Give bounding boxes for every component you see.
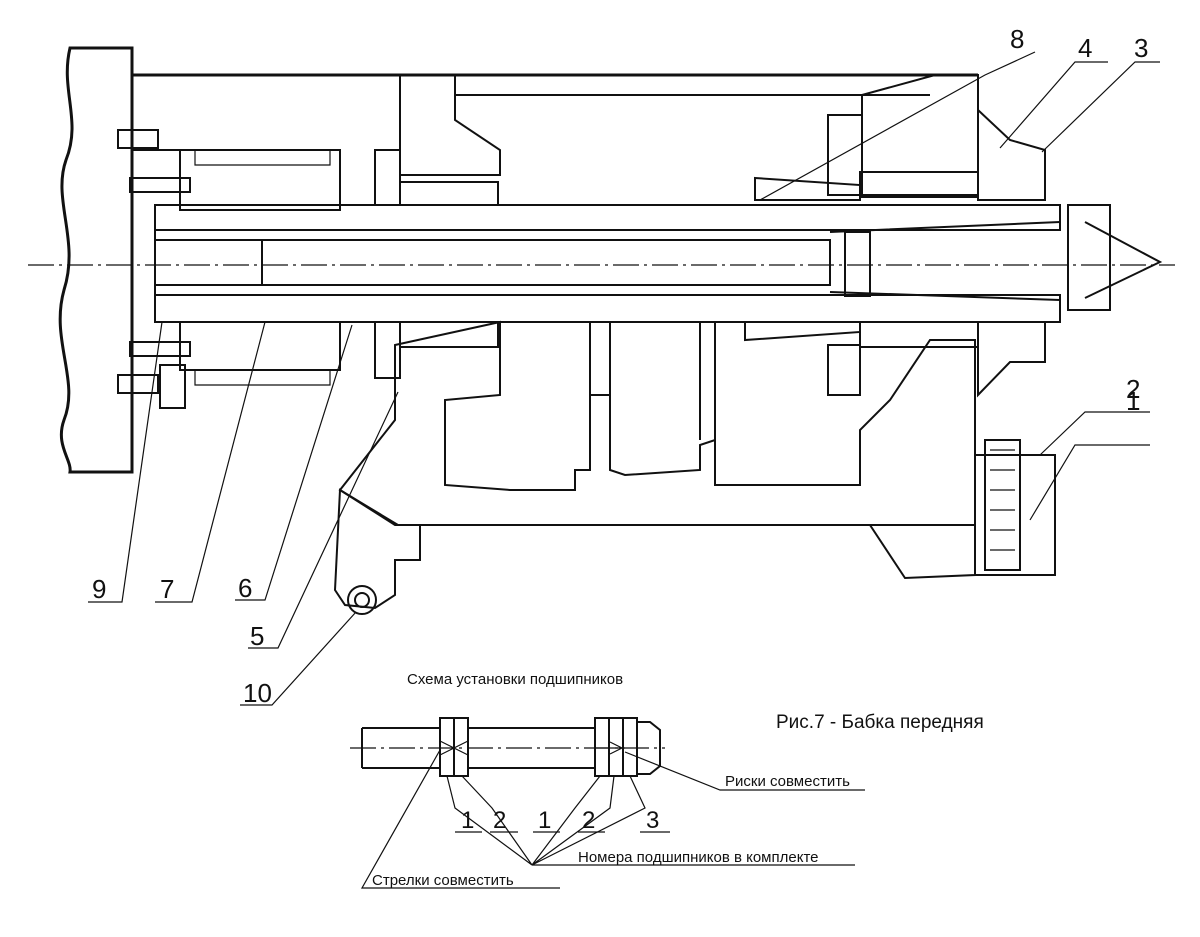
callout-7: 7 xyxy=(160,574,174,604)
housing-top xyxy=(131,73,979,196)
callout-2: 2 xyxy=(1126,374,1140,404)
callout-10: 10 xyxy=(243,678,272,708)
callout-3: 3 xyxy=(1134,33,1148,63)
label-align-marks: Риски совместить xyxy=(725,773,850,790)
left-wall xyxy=(58,46,134,474)
leader-lines xyxy=(88,51,1160,706)
label-set-numbers: Номера подшипников в комплекте xyxy=(578,849,819,866)
rear-bearings xyxy=(374,149,499,379)
label-align-arrows: Стрелки совместить xyxy=(372,872,514,889)
callout-6: 6 xyxy=(238,573,252,603)
scheme-num-2b: 2 xyxy=(582,807,595,834)
front-bearings xyxy=(744,107,1046,398)
scheme-num-1b: 1 xyxy=(538,807,551,834)
callout-5: 5 xyxy=(250,621,264,651)
callout-4: 4 xyxy=(1078,33,1092,63)
callout-9: 9 xyxy=(92,574,106,604)
figure-caption: Рис.7 - Бабка передняя xyxy=(776,712,984,733)
spindle xyxy=(154,204,1163,323)
scheme-num-2a: 2 xyxy=(493,807,506,834)
scheme-num-1a: 1 xyxy=(461,807,474,834)
callout-8: 8 xyxy=(1010,24,1024,54)
bearing-scheme: Схема установки подшипников 1 2 1 2 3 Ри… xyxy=(350,671,865,889)
lower-body xyxy=(333,320,1056,615)
scheme-title: Схема установки подшипников xyxy=(407,671,623,688)
rear-pulley xyxy=(117,129,341,409)
callout-1: 1 xyxy=(1126,386,1140,416)
scheme-num-3: 3 xyxy=(646,807,659,834)
